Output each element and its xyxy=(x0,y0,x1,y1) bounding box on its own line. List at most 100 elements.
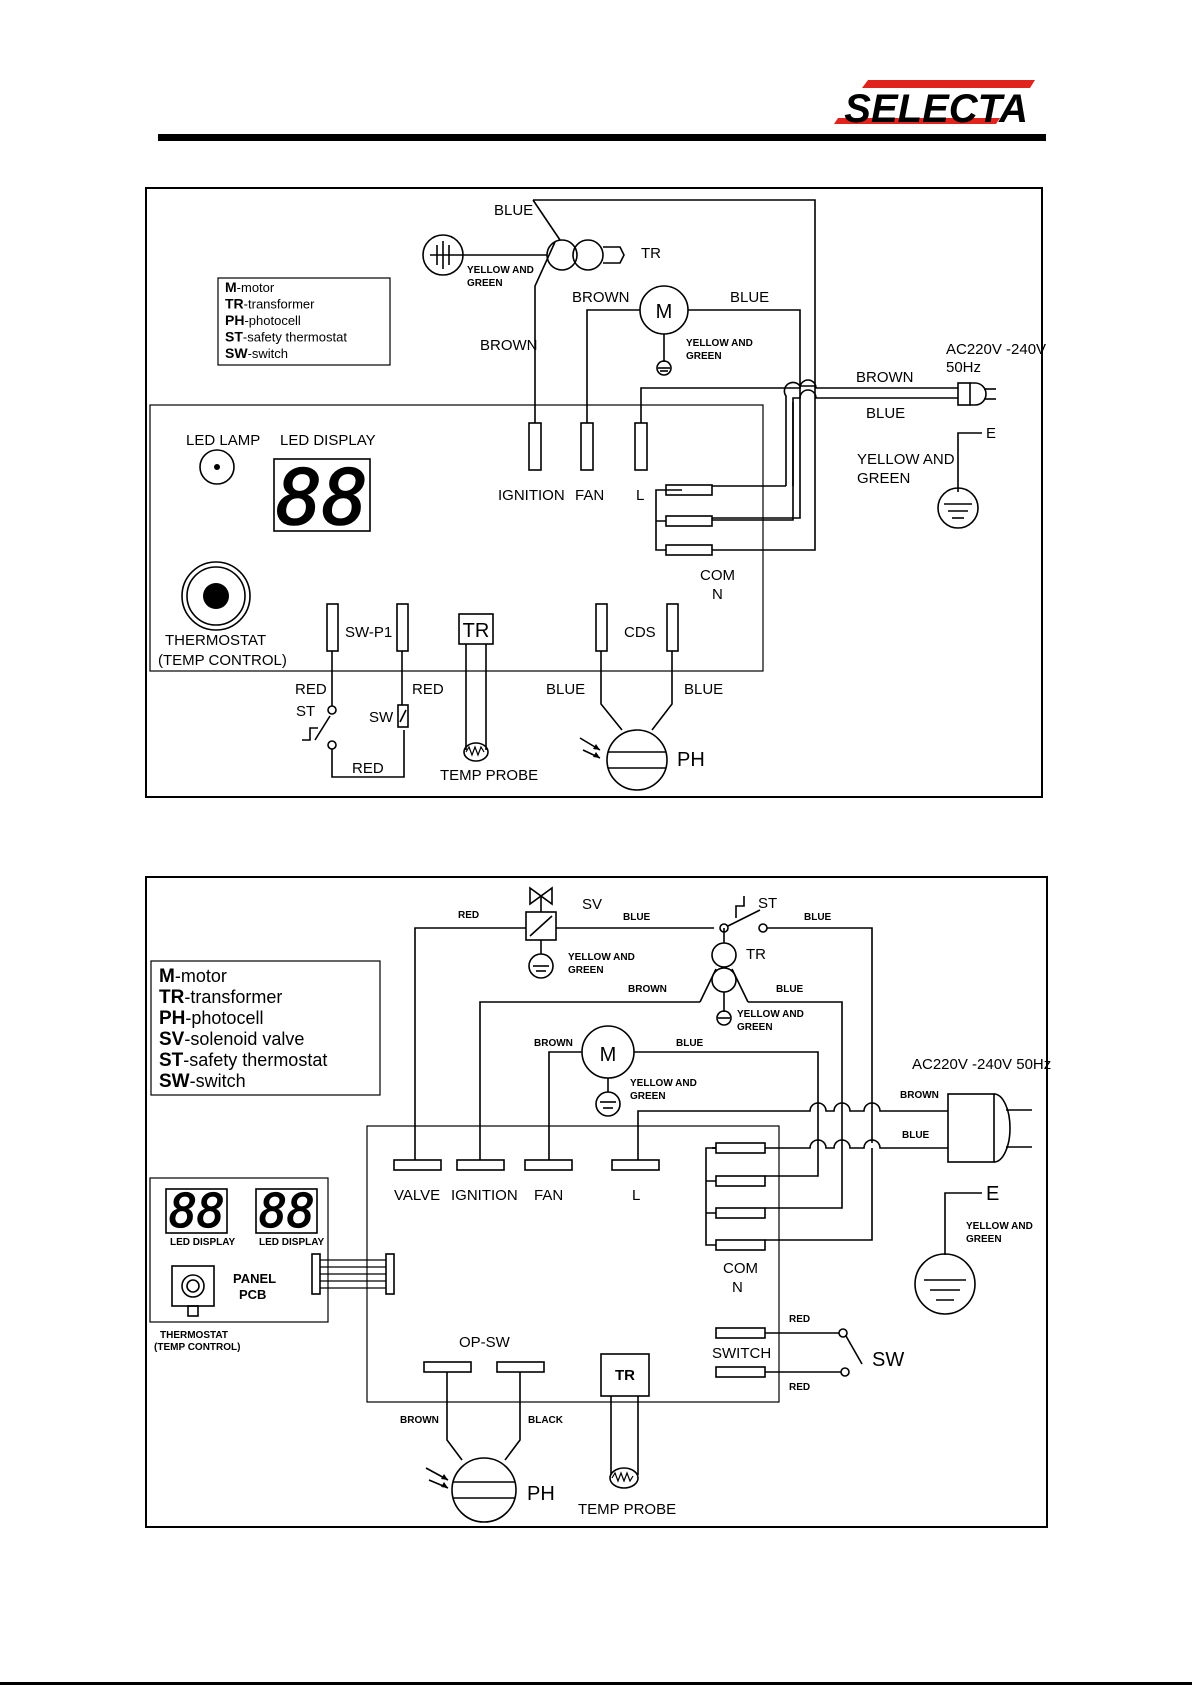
wire-label-blue-tr: BLUE xyxy=(776,984,804,995)
legend-2-entry-3: SV-solenoid valve xyxy=(159,1029,304,1050)
earth-yg-label-2a: YELLOW AND xyxy=(966,1221,1033,1232)
wiring-diagram-1: M-motorTR-transformerPH-photocellST-safe… xyxy=(145,187,1046,798)
transformer-label-1: TR xyxy=(641,245,661,262)
terminal-ignition-1 xyxy=(528,422,542,471)
yellow-green-label-1a: YELLOW AND xyxy=(467,265,534,276)
yg-label-sv-b: GREEN xyxy=(568,965,604,976)
panel-label-a: PANEL xyxy=(233,1271,276,1286)
brand-logo-text: SELECTA xyxy=(844,87,1028,131)
terminal-label-l-2: L xyxy=(632,1187,640,1204)
wire-label-blue-top: BLUE xyxy=(494,202,533,219)
st-label-1: ST xyxy=(296,703,315,720)
terminal-valve-2 xyxy=(393,1159,442,1171)
tr-label-2: TR xyxy=(746,946,766,963)
terminal-cds-left xyxy=(595,603,608,652)
legend-box-2: M-motorTR-transformerPH-photocellSV-sole… xyxy=(150,960,381,1096)
legend-box-1: M-motorTR-transformerPH-photocellST-safe… xyxy=(217,277,391,366)
terminal-l-1 xyxy=(634,422,648,471)
n-label-2: N xyxy=(732,1279,743,1296)
temp-probe-label-1: TEMP PROBE xyxy=(440,767,538,784)
yellow-green-label-2a: YELLOW AND xyxy=(686,338,753,349)
terminal-label-valve: VALVE xyxy=(394,1187,440,1204)
terminal-label-ignition: IGNITION xyxy=(498,487,565,504)
power-label-1a: AC220V -240V xyxy=(946,341,1046,358)
wire-label-blue-power: BLUE xyxy=(866,405,905,422)
led-display-label-2b: LED DISPLAY xyxy=(259,1237,325,1248)
wire-label-brown-ph: BROWN xyxy=(400,1415,439,1426)
led-display-label: LED DISPLAY xyxy=(280,432,376,449)
sw-label-1: SW xyxy=(369,709,394,726)
power-label-1b: 50Hz xyxy=(946,359,981,376)
terminal-switch-top xyxy=(715,1327,766,1339)
legend-1-entry-2: PH-photocell xyxy=(225,312,301,328)
led-lamp-label: LED LAMP xyxy=(186,432,260,449)
brand-logo: SELECTA xyxy=(834,80,1035,131)
sv-label: SV xyxy=(582,896,602,913)
thermostat-knob-1 xyxy=(181,561,251,631)
wire-label-red-right: RED xyxy=(412,681,444,698)
thermostat-label-2a: THERMOSTAT xyxy=(160,1330,228,1341)
earth-symbol-1 xyxy=(937,432,982,529)
tr-probe-box-label-2: TR xyxy=(615,1367,635,1384)
motor-2: M xyxy=(581,1025,635,1117)
earth-yg-label-2b: GREEN xyxy=(966,1234,1002,1245)
wire-label-blue-st: BLUE xyxy=(804,912,832,923)
led-display-1: 88 xyxy=(273,452,371,543)
legend-2-entry-4: ST-safety thermostat xyxy=(159,1050,327,1071)
wire-label-brown-left: BROWN xyxy=(480,337,538,354)
yg-label-sv-a: YELLOW AND xyxy=(568,952,635,963)
earth-yg-label-1b: GREEN xyxy=(857,470,910,487)
yg-label-tr-b: GREEN xyxy=(737,1022,773,1033)
wire-label-blue-m: BLUE xyxy=(676,1038,704,1049)
op-sw-label: OP-SW xyxy=(459,1334,511,1351)
sw-p1-label: SW-P1 xyxy=(345,624,392,641)
header-rule xyxy=(158,134,1046,141)
n-label-1: N xyxy=(712,586,723,603)
com-label-1: COM xyxy=(700,567,735,584)
wire-label-red-sw-top: RED xyxy=(789,1314,810,1325)
led-display-digits-2b: 88 xyxy=(259,1184,314,1238)
led-display-label-2a: LED DISPLAY xyxy=(170,1237,236,1248)
terminal-label-fan-2: FAN xyxy=(534,1187,563,1204)
cds-label: CDS xyxy=(624,624,656,641)
wire-label-blue-ph-right: BLUE xyxy=(684,681,723,698)
terminal-sw-p1-right xyxy=(396,603,409,652)
com-n-terminals-1 xyxy=(655,484,713,556)
yg-label-m-b: GREEN xyxy=(630,1091,666,1102)
terminal-switch-bottom xyxy=(715,1366,766,1378)
switch-label: SWITCH xyxy=(712,1345,771,1362)
yg-label-tr-a: YELLOW AND xyxy=(737,1009,804,1020)
wire-label-red-bottom: RED xyxy=(352,760,384,777)
terminal-label-fan: FAN xyxy=(575,487,604,504)
earth-yg-label-1a: YELLOW AND xyxy=(857,451,955,468)
terminal-fan-2 xyxy=(524,1159,573,1171)
sw-label-2: SW xyxy=(872,1349,904,1371)
wiring-diagram-2: M-motorTR-transformerPH-photocellSV-sole… xyxy=(145,876,1051,1528)
terminal-ignition-2 xyxy=(456,1159,505,1171)
wire-label-blue-power-2: BLUE xyxy=(902,1130,930,1141)
terminal-op-sw-left xyxy=(423,1361,472,1373)
motor-1: M xyxy=(639,285,689,376)
motor-label-1: M xyxy=(656,301,673,323)
legend-1-entry-3: ST-safety thermostat xyxy=(225,329,347,345)
ph-label-2: PH xyxy=(527,1483,555,1505)
earth-label-2: E xyxy=(986,1183,999,1205)
terminal-fan-1 xyxy=(580,422,594,471)
wire-label-brown-fan: BROWN xyxy=(572,289,630,306)
temp-probe-2: TR xyxy=(600,1353,650,1489)
yellow-green-label-1b: GREEN xyxy=(467,278,503,289)
switch-sw xyxy=(838,1328,863,1377)
temp-probe-label-2: TEMP PROBE xyxy=(578,1501,676,1518)
terminal-label-ignition-2: IGNITION xyxy=(451,1187,518,1204)
wire-label-brown-tr: BROWN xyxy=(628,984,667,995)
terminal-l-2 xyxy=(611,1159,660,1171)
solenoid-valve xyxy=(525,886,557,979)
wire-label-brown-power-2: BROWN xyxy=(900,1090,939,1101)
power-plug-1 xyxy=(957,382,996,406)
power-plug-2 xyxy=(947,1093,1032,1163)
wire-label-blue-ph-left: BLUE xyxy=(546,681,585,698)
st-label-2: ST xyxy=(758,895,777,912)
photocell-1 xyxy=(579,729,668,791)
